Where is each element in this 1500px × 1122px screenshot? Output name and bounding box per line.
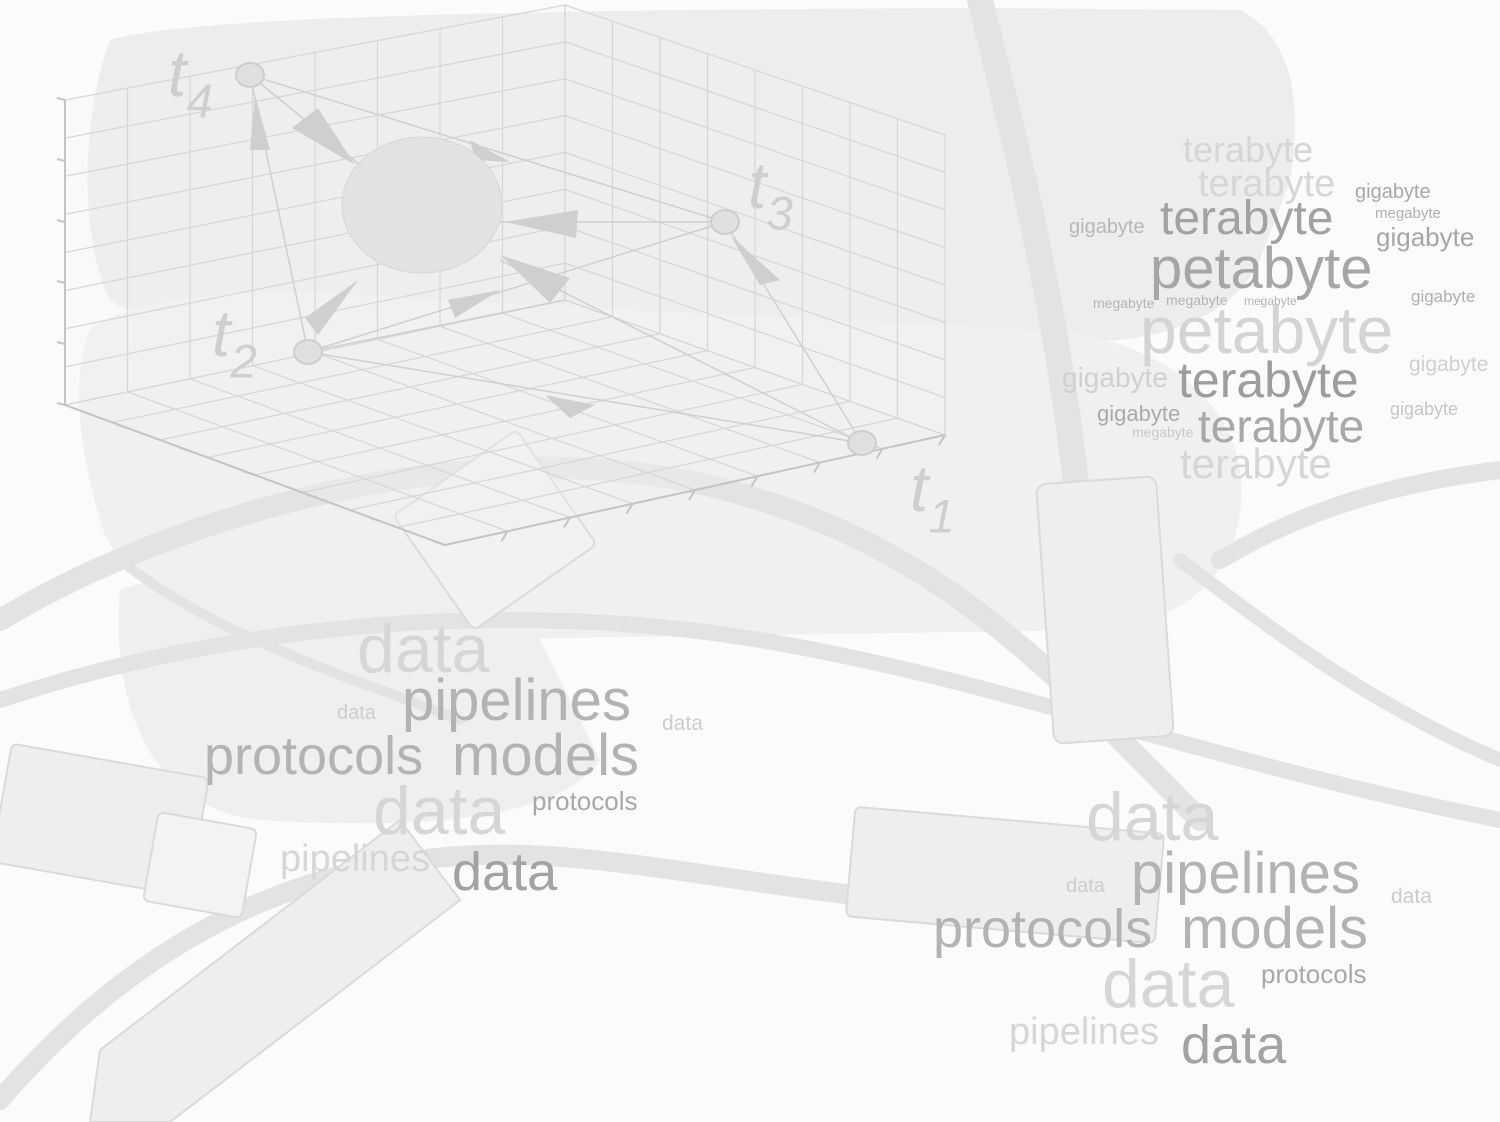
node-label-t4: t4 xyxy=(168,36,213,129)
cloud-word: gigabyte xyxy=(1355,181,1431,203)
axis-tick xyxy=(625,503,634,515)
axis-tick xyxy=(813,461,821,474)
cloud-word: data xyxy=(1066,875,1105,897)
cloud-word: models xyxy=(1181,896,1368,961)
grid-line xyxy=(439,325,821,464)
grid-lines xyxy=(64,16,946,532)
cloud-word: terabyte xyxy=(1180,440,1332,487)
axis-tick xyxy=(750,475,759,487)
cloud-word: terabyte xyxy=(1178,352,1359,408)
cloud-word: megabyte xyxy=(1132,424,1194,440)
connector-plugs xyxy=(0,430,1175,1122)
grid-line xyxy=(502,312,883,450)
cloud-word: protocols xyxy=(532,786,638,816)
cloud-word: data xyxy=(1181,1015,1287,1075)
axis-tick xyxy=(56,280,66,284)
cloud-word: megabyte xyxy=(1093,295,1155,311)
axis-tick xyxy=(56,402,66,406)
cloud-word: terabyte xyxy=(1160,192,1334,245)
axis-tick xyxy=(179,446,192,453)
cloud-word: pipelines xyxy=(402,668,631,733)
cloud-word: petabyte xyxy=(1150,236,1373,301)
axis-tick xyxy=(563,516,571,529)
grid-line xyxy=(564,78,946,211)
cloud-word: pipelines xyxy=(1009,1011,1159,1053)
cloud-word: gigabyte xyxy=(1376,222,1475,252)
cloud-word: data xyxy=(337,702,376,724)
cloud-word: terabyte xyxy=(1198,400,1365,452)
cloud-word: pipelines xyxy=(280,838,430,880)
grid-line xyxy=(564,115,946,249)
graph-3d-wireframe xyxy=(62,4,948,546)
cloud-word: pipelines xyxy=(1131,841,1360,906)
cloud-word: terabyte xyxy=(1183,129,1314,170)
node-label-t3: t3 xyxy=(748,148,793,241)
node-t2 xyxy=(293,339,323,365)
cloud-word: petabyte xyxy=(1140,293,1394,367)
grid-line xyxy=(564,41,946,174)
center-sphere xyxy=(341,136,503,274)
cloud-word: gigabyte xyxy=(1411,287,1476,306)
axis-ticks xyxy=(56,97,946,546)
cloud-word: gigabyte xyxy=(1409,353,1489,376)
cloud-word: data xyxy=(1102,946,1235,1022)
axis-tick xyxy=(875,448,884,460)
node-t3 xyxy=(710,209,740,235)
grid-line xyxy=(254,366,756,476)
cloud-word: data xyxy=(1391,885,1432,908)
cloud-word: gigabyte xyxy=(1062,362,1168,393)
node-label-t1: t1 xyxy=(910,451,955,544)
cloud-word: data xyxy=(357,611,490,687)
grid-line xyxy=(64,115,566,215)
axis-tick xyxy=(938,434,946,446)
axis-tick xyxy=(369,516,382,523)
axis-tick xyxy=(500,530,509,542)
axis-tick xyxy=(116,423,129,430)
graph-arrowheads xyxy=(250,95,780,418)
cloud-word: data xyxy=(1086,779,1219,855)
cloud-word: data xyxy=(662,712,703,735)
grid-line xyxy=(64,41,566,139)
node-t1 xyxy=(847,430,877,456)
axis-tick xyxy=(56,219,66,223)
cloud-word: protocols xyxy=(933,899,1153,959)
cloud-word: data xyxy=(373,773,506,849)
cloud-word: data xyxy=(452,842,558,902)
node-label-t2: t2 xyxy=(212,296,257,389)
node-t4 xyxy=(235,62,265,88)
grid-line xyxy=(349,400,851,511)
graph-nodes xyxy=(235,62,877,456)
cloud-word: protocols xyxy=(204,726,424,786)
grid-line xyxy=(302,383,803,494)
cloud-word: gigabyte xyxy=(1097,401,1181,426)
cloud-word: gigabyte xyxy=(1069,216,1145,238)
cloud-word: megabyte xyxy=(1166,292,1228,308)
cloud-word: megabyte xyxy=(1244,294,1297,308)
axis-tick xyxy=(688,489,696,501)
cloud-word: gigabyte xyxy=(1390,399,1459,419)
axis-tick xyxy=(306,493,319,500)
cloud-word: megabyte xyxy=(1375,205,1441,222)
axis-tick xyxy=(56,158,66,162)
axis-tick xyxy=(242,470,256,476)
cloud-word: models xyxy=(452,723,639,788)
cloud-word: terabyte xyxy=(1198,163,1336,205)
axis-tick xyxy=(432,540,446,546)
cloud-word: protocols xyxy=(1261,959,1367,989)
grid-line xyxy=(397,417,898,529)
axis-tick xyxy=(56,341,66,345)
axis-tick xyxy=(56,97,66,101)
